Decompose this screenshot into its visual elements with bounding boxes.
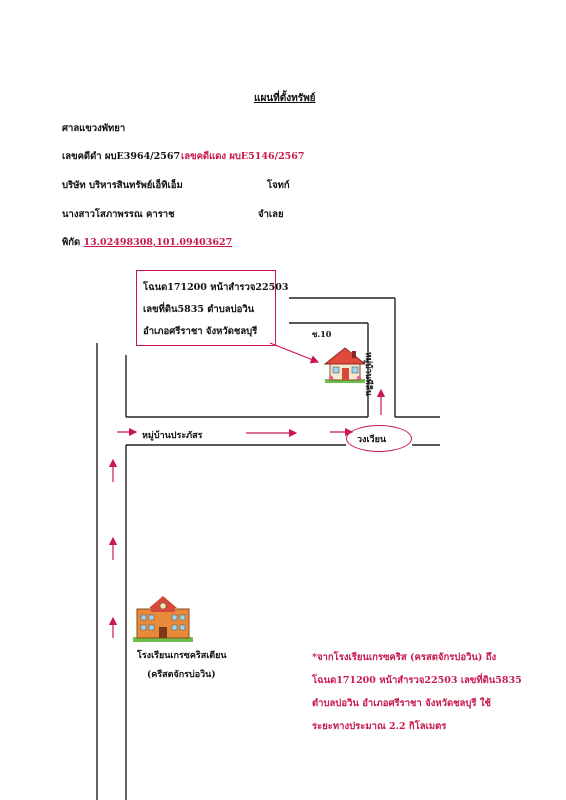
directions-line-2: โฉนด171200 หน้าสำรวจ22503 เลขที่ดิน5835: [312, 675, 522, 686]
property-line-2: เลขที่ดิน5835 ตำบลบ่อวิน: [143, 304, 255, 315]
house-icon: [323, 347, 367, 383]
court-name: ศาลแขวงพัทยา: [62, 123, 126, 134]
road-lines: [96, 297, 440, 800]
property-line-3: อำเภอศรีราชา จังหวัดชลบุรี: [143, 326, 258, 337]
directions-line-4: ระยะทางประมาณ 2.2 กิโลเมตร: [312, 721, 447, 732]
coordinates-row: พิกัด 13.02498308,101.09403627: [62, 235, 232, 250]
property-info-box: โฉนด171200 หน้าสำรวจ22503 เลขที่ดิน5835 …: [136, 270, 288, 346]
defendant-role: จำเลย: [258, 209, 284, 220]
coordinates-label: พิกัด: [62, 237, 81, 248]
case-black-number: เลขคดีดำ ผบE3964/2567: [62, 151, 181, 162]
roundabout-marker: [346, 425, 412, 452]
page-title: แผนที่ตั้งทรัพย์: [254, 93, 316, 104]
school-icon: [133, 596, 193, 642]
defendant-name: นางสาวโสภาพรรณ คาราช: [62, 209, 175, 220]
school-name: โรงเรียนเกรซคริสเตียน: [137, 651, 227, 661]
plaintiff-name: บริษัท บริหารสินทรัพย์เอ็ทิเอ็ม: [62, 180, 183, 191]
school-subname: (ครีสตจักรบ่อวิน): [147, 670, 216, 680]
plaintiff-role: โจทก์: [267, 180, 290, 191]
main-road-label: หมู่บ้านประภัสร: [142, 431, 203, 441]
coordinates-link[interactable]: 13.02498308,101.09403627: [83, 237, 233, 248]
directions-line-3: ตำบลบ่อวิน อำเภอศรีราชา จังหวัดชลบุรี ใช…: [312, 698, 491, 709]
roundabout-label: วงเวียน: [357, 435, 387, 445]
directions-line-1: *จากโรงเรียนเกรซคริส (ครสตจักรบ่อวิน) ถึ…: [312, 652, 497, 663]
case-red-number: เลขคดีแดง ผบE5146/2567: [181, 151, 305, 162]
direction-arrows: [108, 342, 386, 638]
soi-label: ซ.10: [312, 329, 332, 339]
property-line-1: โฉนด171200 หน้าสำรวจ22503: [143, 282, 289, 293]
